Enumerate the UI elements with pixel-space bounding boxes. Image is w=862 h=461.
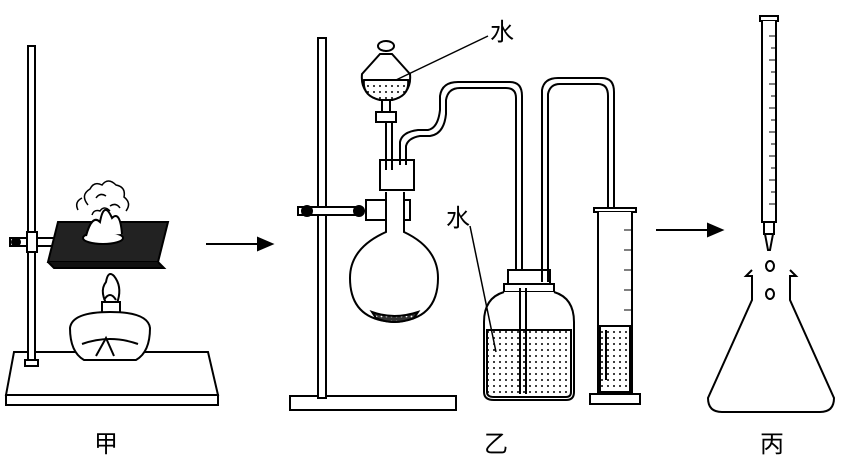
smoke: [75, 180, 130, 216]
burette: [759, 15, 779, 251]
cylinder-water: [599, 325, 631, 393]
gas-bottle: [483, 269, 575, 401]
drop: [765, 260, 775, 272]
conical-flask: [706, 269, 836, 413]
label-water-bottle: 水: [446, 204, 470, 232]
apparatus-yi: [289, 35, 641, 411]
apparatus-jia: [4, 45, 220, 406]
flask-solid: [369, 310, 421, 323]
stand-rod-jia: [27, 45, 36, 365]
arrow-yi-to-bing: [656, 222, 725, 238]
leader-funnel-water: [395, 35, 489, 81]
label-bing: 丙: [760, 430, 784, 458]
label-yi: 乙: [484, 430, 508, 458]
drop: [765, 288, 775, 300]
stand-base-yi: [289, 395, 457, 411]
graduated-cylinder: [589, 207, 641, 405]
funnel-water: [362, 79, 410, 101]
separatory-funnel: [360, 40, 412, 170]
delivery-tube-2: [541, 77, 615, 370]
bottle-water: [486, 329, 572, 398]
alcohol-lamp: [68, 301, 152, 361]
delivery-tube-1: [399, 81, 523, 288]
apparatus-bing: [706, 15, 836, 413]
stand-rod-yi: [317, 37, 327, 399]
ring-clamp-jia: [9, 231, 55, 253]
sample-on-gauze: [82, 209, 124, 245]
label-water-funnel: 水: [490, 18, 514, 46]
arrow-jia-to-yi: [206, 236, 275, 252]
label-jia: 甲: [94, 430, 118, 458]
leader-bottle-water: [469, 225, 497, 353]
round-flask: [348, 159, 440, 324]
